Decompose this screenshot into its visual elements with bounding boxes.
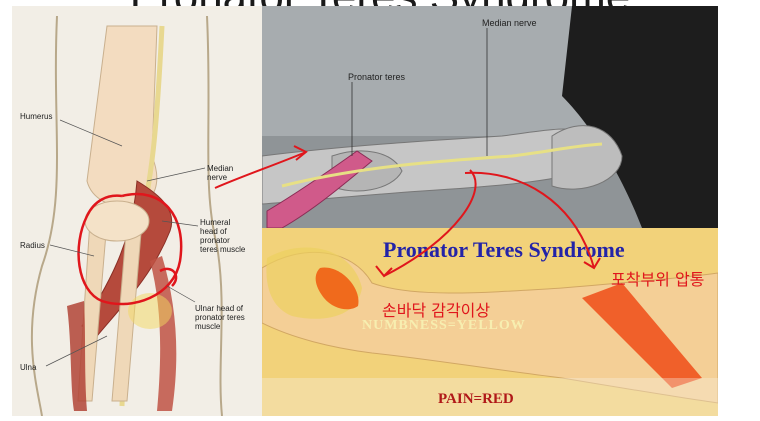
pain-legend: PAIN=RED — [438, 391, 514, 407]
forearm-photo-drawing — [262, 6, 718, 228]
forearm-photo: Median nerve Pronator teres — [262, 6, 718, 228]
ulna-label: Ulna — [20, 363, 37, 372]
radius-label: Radius — [20, 241, 45, 250]
symptom-diagram: Pronator Teres Syndrome NUMBNESS=YELLOW … — [262, 228, 718, 416]
humeral-head-label: Humeral head of pronator teres muscle — [200, 218, 246, 254]
symptom-diagram-heading: Pronator Teres Syndrome — [383, 237, 625, 262]
ulnar-head-label: Ulnar head of pronator teres muscle — [195, 304, 245, 331]
median-nerve-label: Median nerve — [207, 164, 234, 182]
anatomy-illustration: Humerus Median nerve Humeral head of pro… — [12, 6, 262, 416]
annotation-entrapment-tenderness: 포착부위 압통 — [611, 270, 705, 289]
humerus-label: Humerus — [20, 112, 53, 121]
photo-median-nerve-label: Median nerve — [482, 18, 537, 28]
photo-pronator-teres-label: Pronator teres — [348, 72, 406, 82]
numbness-legend: NUMBNESS=YELLOW — [362, 318, 526, 333]
elbow-anatomy-drawing — [30, 15, 223, 416]
annotation-palm-sensory: 손바닥 감각이상 — [382, 301, 491, 320]
